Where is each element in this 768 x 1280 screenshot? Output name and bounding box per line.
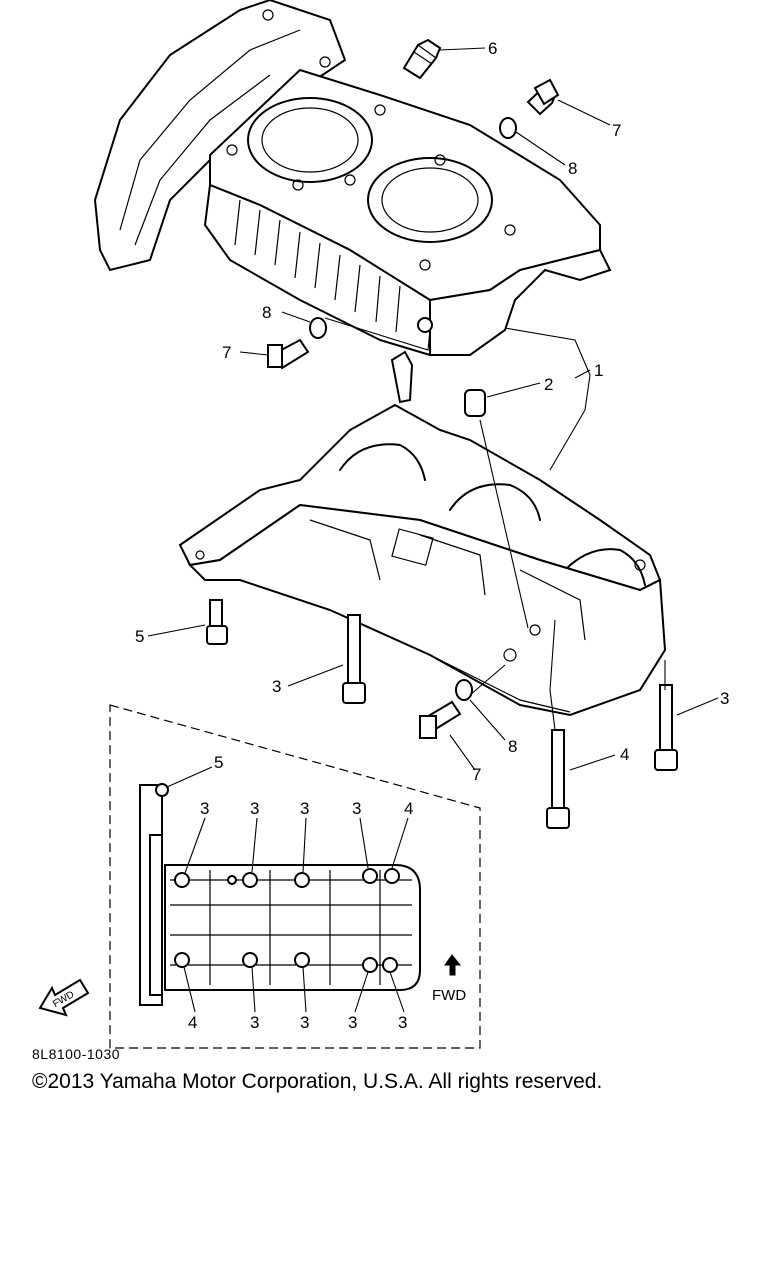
callout-8: 8 [508, 737, 517, 756]
inset-callout-4: 4 [404, 799, 413, 818]
callout-7: 7 [222, 343, 231, 362]
inset-callout-3: 3 [352, 799, 361, 818]
part-4-bolt [546, 729, 570, 829]
callout-3: 3 [720, 689, 729, 708]
inset-bottom-view [109, 704, 481, 1049]
callout-4: 4 [620, 745, 629, 764]
callout-8: 8 [262, 303, 271, 322]
upper-crankcase [93, 0, 612, 357]
callout-2: 2 [544, 375, 553, 394]
leader-lines [147, 47, 719, 771]
inset-callout-5: 5 [214, 753, 223, 772]
callout-7: 7 [612, 121, 621, 140]
crankcase-exploded-diagram: 6 7 8 8 7 2 1 5 3 3 8 4 7 5 3 3 3 3 4 4 … [38, 0, 729, 1049]
inset-callout-3: 3 [398, 1013, 407, 1032]
lower-crankcase [178, 403, 667, 717]
part-5-bolt [206, 599, 228, 645]
inset-fwd-label: FWD [432, 987, 466, 1004]
part-7-bolt-upper [526, 78, 560, 116]
part-3-bolt-left [342, 614, 366, 704]
part-6-fitting [402, 38, 442, 80]
callout-3: 3 [272, 677, 281, 696]
inset-callout-4: 4 [188, 1013, 197, 1032]
inset-fwd-arrow-icon [444, 954, 462, 976]
callout-5: 5 [135, 627, 144, 646]
part-8-washer-lower [455, 679, 473, 701]
diagram-code: 8L8100-1030 [32, 1046, 121, 1062]
seal-tab [390, 350, 414, 404]
fwd-direction-arrow-icon [38, 978, 90, 1017]
part-3-bolt-right [654, 684, 678, 771]
copyright-notice: ©2013 Yamaha Motor Corporation, U.S.A. A… [32, 1070, 603, 1093]
callout-1: 1 [594, 361, 603, 380]
part-8-washer-upper [499, 117, 517, 139]
inset-callout-3: 3 [250, 1013, 259, 1032]
inset-callout-3: 3 [200, 799, 209, 818]
callout-6: 6 [488, 39, 497, 58]
inset-callout-3: 3 [348, 1013, 357, 1032]
callout-7: 7 [472, 765, 481, 784]
part-2-dowel [464, 389, 486, 417]
inset-callout-3: 3 [300, 1013, 309, 1032]
part-7-bolt-mid [267, 338, 310, 370]
inset-callout-3: 3 [300, 799, 309, 818]
inset-callout-3: 3 [250, 799, 259, 818]
part-7-bolt-lower [419, 700, 462, 739]
callout-8: 8 [568, 159, 577, 178]
part-8-washer-mid [309, 317, 327, 339]
